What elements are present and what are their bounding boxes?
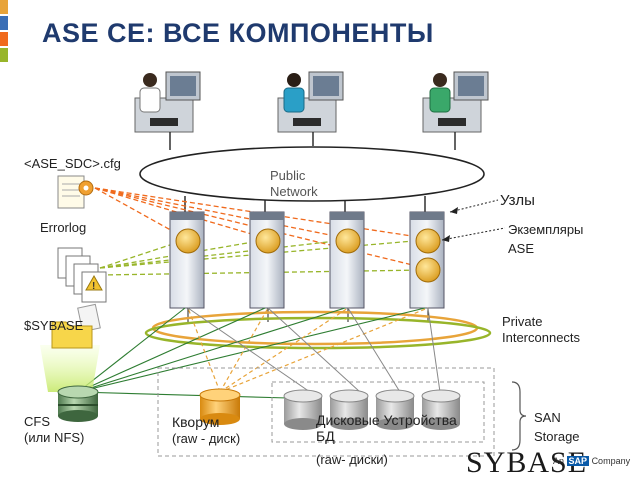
sap-mark: SAP [566, 456, 590, 466]
server-node-2 [249, 211, 285, 309]
workstation-3 [422, 71, 489, 133]
cfs-beam [40, 345, 100, 392]
quorum-links [187, 307, 429, 393]
db-disks-sub-label: (raw- диски) [316, 452, 388, 467]
workstation-1 [134, 71, 201, 133]
company-prefix: An [553, 456, 565, 466]
page-title: ASE CE: ВСЕ КОМПОНЕНТЫ [42, 18, 434, 48]
server-node-1 [169, 211, 205, 309]
db-disk-3 [375, 389, 415, 430]
db-disks-box [271, 381, 485, 443]
quorum-disk [199, 388, 241, 425]
sap-company-tag: An SAP Company [553, 456, 630, 466]
errorlog-label: Errorlog [40, 220, 87, 235]
disk-links [187, 307, 441, 393]
db-disk-1 [283, 389, 323, 430]
instances-label: Экземпляры ASE [508, 222, 584, 256]
accent-bar-2 [0, 16, 8, 30]
public-network-ring [139, 146, 485, 202]
cfs-disk [57, 385, 99, 422]
server-node-4 [409, 211, 445, 309]
public-network-label: Public Network [270, 168, 318, 199]
accent-bar-3 [0, 32, 8, 46]
db-disk-2 [329, 389, 369, 430]
san-storage-box [157, 367, 495, 457]
cfs-links [77, 307, 426, 399]
svg-text:!: ! [92, 281, 95, 292]
server-node-3 [329, 211, 365, 309]
db-disks-title-label: Дисковые Устройства БД [316, 412, 457, 444]
quorum-title-label: Кворум [172, 414, 220, 430]
sybase-logo: SYBASE [466, 446, 588, 479]
sybase-folder-icon [51, 303, 101, 349]
workstation-2 [277, 71, 344, 133]
accent-bar-1 [0, 0, 8, 14]
errorlog-icon: ! [57, 247, 107, 303]
nodes-label: Узлы [500, 192, 535, 209]
san-storage-label: SAN Storage [534, 410, 580, 444]
cfg-label: <ASE_SDC>.cfg [24, 156, 121, 171]
accent-bar-4 [0, 48, 8, 62]
quorum-sub-label: (raw - диск) [172, 431, 241, 446]
company-suffix: Company [591, 456, 631, 466]
cfg-file-icon [57, 175, 94, 209]
san-brace [511, 381, 527, 451]
sybase-label: $SYBASE [24, 318, 84, 333]
private-interconnect-ring-2 [144, 316, 492, 350]
cfs-label: CFS (или NFS) [24, 414, 85, 445]
db-disk-4 [421, 389, 461, 430]
private-interconnects-label: Private Interconnects [502, 314, 581, 345]
